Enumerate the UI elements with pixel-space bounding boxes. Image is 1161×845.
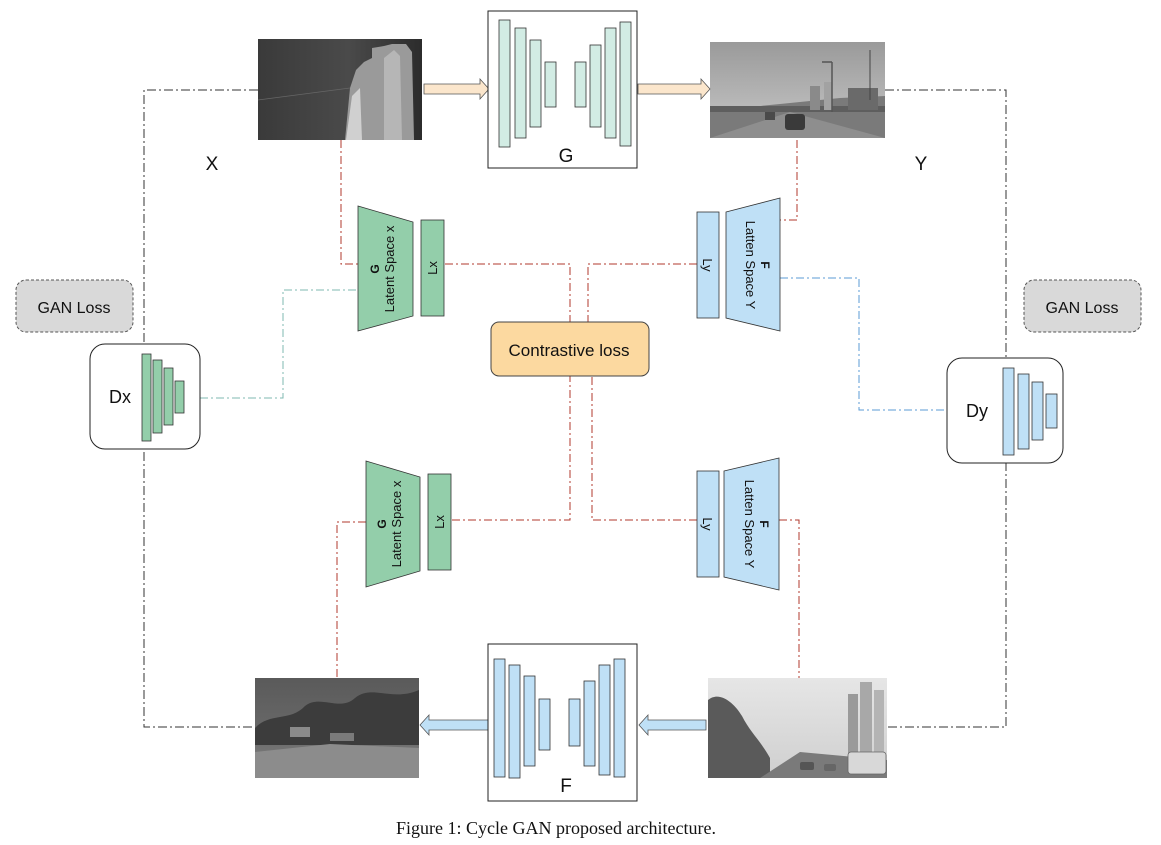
encoder-g-top: G Latent Space x Lx: [357, 205, 445, 332]
ly-top-label: Ly: [700, 258, 715, 272]
encoder-f-bottom-letter: F: [757, 520, 771, 527]
dy-layer-4: [1045, 393, 1058, 429]
f-layer-3: [523, 675, 536, 767]
contrastive-loss-box: Contrastive loss: [490, 321, 650, 377]
encoder-bottom-to-yrec-line: [779, 519, 800, 678]
encoder-f-bottom-trapezoid: [723, 457, 780, 591]
arrow-g-to-y: [637, 77, 711, 101]
g-layer-4: [544, 61, 557, 108]
ly-top-to-contrastive-line: [587, 263, 697, 322]
dx-layer-3: [163, 367, 174, 426]
encoder-g-bottom-latent-label: Latent Space x: [389, 480, 404, 567]
thermal-image-2: [255, 678, 419, 778]
ly-top-box: [696, 211, 720, 319]
encoder-bottom-to-xrec-line: [336, 521, 366, 678]
arrow-x-to-g: [423, 77, 490, 101]
gan-loss-left-label: GAN Loss: [38, 300, 111, 317]
y-domain-label: Y: [915, 154, 928, 175]
encoder-f-bottom: Ly F Latten Space Y: [696, 457, 780, 591]
f-layer-4: [538, 698, 551, 751]
f-layer-8: [613, 658, 626, 778]
x-image-to-encoder-line: [340, 140, 360, 265]
dx-layer-4: [174, 380, 185, 414]
f-layer-5: [568, 698, 581, 747]
lx-bottom-label: Lx: [432, 515, 447, 529]
latent-connector-lines: [336, 140, 800, 678]
encoder-g-top-letter: G: [368, 264, 382, 273]
dy-to-encoder-line: [780, 277, 946, 411]
lx-top-box: [420, 219, 445, 317]
contrastive-loss-label: Contrastive loss: [509, 341, 630, 360]
arrow-y-to-f: [638, 713, 707, 737]
f-layer-1: [493, 658, 506, 778]
g-layer-6: [589, 44, 602, 128]
encoder-f-bottom-latent-label: Latten Space Y: [742, 480, 757, 569]
lx-bottom-to-contrastive-line: [452, 376, 571, 521]
dy-label: Dy: [966, 401, 988, 421]
ly-bottom-to-contrastive-line: [591, 376, 697, 521]
visible-street-image-2: [708, 678, 887, 778]
arrow-f-to-x: [419, 713, 489, 737]
ly-bottom-box: [696, 470, 720, 578]
g-layer-2: [514, 27, 527, 139]
encoder-g-top-latent-label: Latent Space x: [382, 225, 397, 312]
f-layer-2: [508, 664, 521, 779]
figure-caption: Figure 1: Cycle GAN proposed architectur…: [396, 818, 716, 838]
g-layer-7: [604, 27, 617, 139]
dx-layer-2: [152, 359, 163, 434]
g-layer-1: [498, 19, 511, 148]
y-image-to-encoder-line: [780, 140, 798, 221]
dx-to-encoder-line: [200, 289, 358, 399]
encoder-f-top-latent-label: Latten Space Y: [743, 221, 758, 310]
ly-bottom-label: Ly: [700, 517, 715, 531]
visible-street-image: [710, 42, 885, 138]
encoder-f-top-trapezoid: [725, 197, 781, 332]
generator-f-box: F: [487, 643, 638, 802]
g-layer-8: [619, 21, 632, 147]
thermal-image: [257, 39, 422, 140]
encoder-g-bottom-trapezoid: [365, 460, 421, 588]
encoder-f-top-letter: F: [758, 261, 772, 268]
generator-g-box: G: [487, 10, 638, 169]
discriminator-dx-box: Dx: [89, 343, 201, 450]
g-layer-3: [529, 39, 542, 128]
right-cycle-line: [885, 89, 1007, 728]
dy-layer-1: [1002, 367, 1015, 456]
lx-top-label: Lx: [425, 261, 440, 275]
dx-label: Dx: [109, 387, 131, 407]
dx-layer-1: [141, 353, 152, 442]
f-layer-6: [583, 680, 596, 767]
encoder-g-bottom-letter: G: [375, 519, 389, 528]
g-layer-5: [574, 61, 587, 108]
generator-f-label: F: [560, 776, 572, 797]
discriminator-dy-box: Dy: [946, 357, 1064, 464]
encoder-f-top: Ly F Latten Space Y: [696, 197, 781, 332]
dy-layer-3: [1031, 381, 1044, 441]
lx-top-to-contrastive-line: [445, 263, 571, 322]
gan-loss-right-box: GAN Loss: [1023, 279, 1142, 333]
dy-layer-2: [1017, 373, 1030, 450]
cycle-connector-lines: [143, 89, 1007, 728]
gan-loss-left-box: GAN Loss: [15, 279, 134, 333]
encoder-g-bottom: G Latent Space x Lx: [365, 460, 452, 588]
encoder-g-top-trapezoid: [357, 205, 414, 332]
x-domain-label: X: [206, 154, 219, 175]
generator-g-label: G: [559, 146, 574, 167]
lx-bottom-box: [427, 473, 452, 571]
f-layer-7: [598, 664, 611, 776]
gan-loss-right-label: GAN Loss: [1046, 300, 1119, 317]
